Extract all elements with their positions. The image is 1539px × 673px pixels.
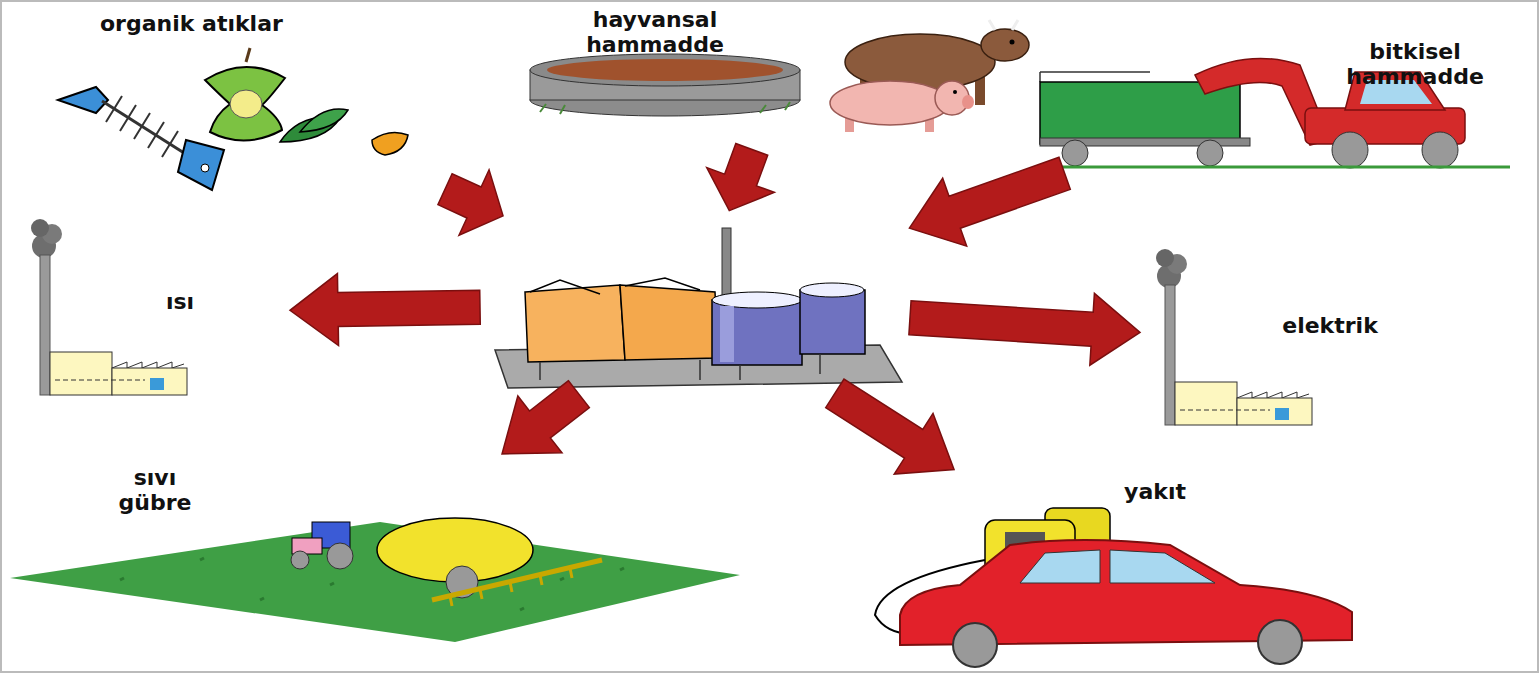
field-spreader <box>327 543 353 569</box>
apple-core <box>205 67 285 141</box>
illustration-node: bitkisel hammadde <box>1030 35 1500 170</box>
fish-skeleton <box>106 96 178 157</box>
biogas-plant <box>530 278 700 294</box>
node-label: elektrik <box>1255 313 1405 338</box>
power-plant <box>1180 410 1270 411</box>
flow-arrow <box>826 379 954 474</box>
manure-tank <box>547 59 783 81</box>
illustration-node: hayvansal hammadde <box>520 5 1040 140</box>
power-plant <box>1165 285 1175 425</box>
apple-core <box>230 90 262 118</box>
node-label: sıvı gübre <box>105 465 205 515</box>
heat-plant <box>112 368 187 395</box>
flow-arrow <box>707 144 775 211</box>
heat-plant <box>31 219 49 237</box>
flow-arrow <box>438 170 503 235</box>
car <box>1110 550 1215 583</box>
biogas-plant <box>525 285 625 362</box>
harvest-trailer <box>1040 71 1150 73</box>
car <box>953 623 997 667</box>
fish-skeleton <box>58 87 108 113</box>
field-spreader <box>291 551 309 569</box>
node-label: yakıt <box>1100 479 1210 504</box>
cow <box>981 29 1029 61</box>
forage-harvester <box>1035 166 1510 169</box>
flow-arrow <box>290 274 480 346</box>
illustration-node: organik atıklar <box>40 5 440 185</box>
heat-plant <box>150 378 164 390</box>
car <box>1258 620 1302 664</box>
field-spreader <box>120 558 624 610</box>
plant-node <box>490 220 900 388</box>
car <box>900 540 1352 667</box>
cow <box>989 20 1018 30</box>
harvest-trailer <box>1039 72 1041 82</box>
biogas-plant <box>722 228 731 298</box>
heat-plant <box>40 255 50 395</box>
heat-plant <box>31 219 187 395</box>
illustration-node: sıvı gübre <box>10 460 740 645</box>
illustration-node: yakıt <box>860 475 1370 670</box>
manure-tank <box>540 102 790 114</box>
biogas-plant <box>712 292 802 308</box>
forage-harvester <box>1422 132 1458 168</box>
forage-harvester <box>1332 132 1368 168</box>
biogas-plant <box>540 354 820 380</box>
node-label: ısı <box>140 289 220 314</box>
leaf-waste <box>300 109 348 132</box>
power-plant <box>1237 392 1309 398</box>
flow-arrow <box>502 381 589 454</box>
field-spreader <box>10 518 740 642</box>
illustration-node: elektrik <box>1150 255 1450 430</box>
field-spreader <box>10 522 740 642</box>
biogas-plant <box>620 285 718 360</box>
biogas-plant <box>800 283 864 297</box>
biogas-plant <box>720 306 734 362</box>
heat-plant <box>50 352 112 395</box>
pig <box>953 90 957 94</box>
node-label: hayvansal hammadde <box>560 7 750 57</box>
node-label: organik atıklar <box>100 11 340 36</box>
field-spreader <box>450 568 572 606</box>
cow <box>845 34 995 90</box>
flow-arrow <box>909 293 1140 365</box>
harvest-trailer <box>1062 140 1088 166</box>
apple-core <box>246 48 250 62</box>
harvest-trailer <box>1197 140 1223 166</box>
pig <box>962 95 974 109</box>
illustration-node: ısı <box>20 225 280 400</box>
car <box>1020 550 1100 583</box>
power-plant <box>1237 398 1312 425</box>
manure-tank <box>530 54 800 116</box>
power-plant <box>1175 382 1237 425</box>
leaf-waste <box>372 132 408 155</box>
pig <box>830 81 974 132</box>
fish-skeleton <box>58 87 224 190</box>
manure-tank <box>530 54 800 86</box>
biogas-plant <box>712 300 802 365</box>
pig <box>830 81 950 125</box>
heat-plant <box>112 362 184 368</box>
power-plant <box>1156 249 1174 267</box>
field-spreader <box>432 560 602 600</box>
cow <box>1010 40 1015 45</box>
fish-skeleton <box>102 101 192 158</box>
flow-arrow <box>909 157 1070 246</box>
fish-skeleton <box>201 164 209 172</box>
power-plant <box>1275 408 1289 420</box>
heat-plant <box>55 380 145 381</box>
apple-core <box>205 48 285 141</box>
node-label: bitkisel hammadde <box>1325 39 1505 89</box>
leaf-waste <box>280 109 408 155</box>
biogas-plant <box>495 228 902 388</box>
biogas-plant <box>800 290 865 354</box>
fish-skeleton <box>178 140 224 190</box>
